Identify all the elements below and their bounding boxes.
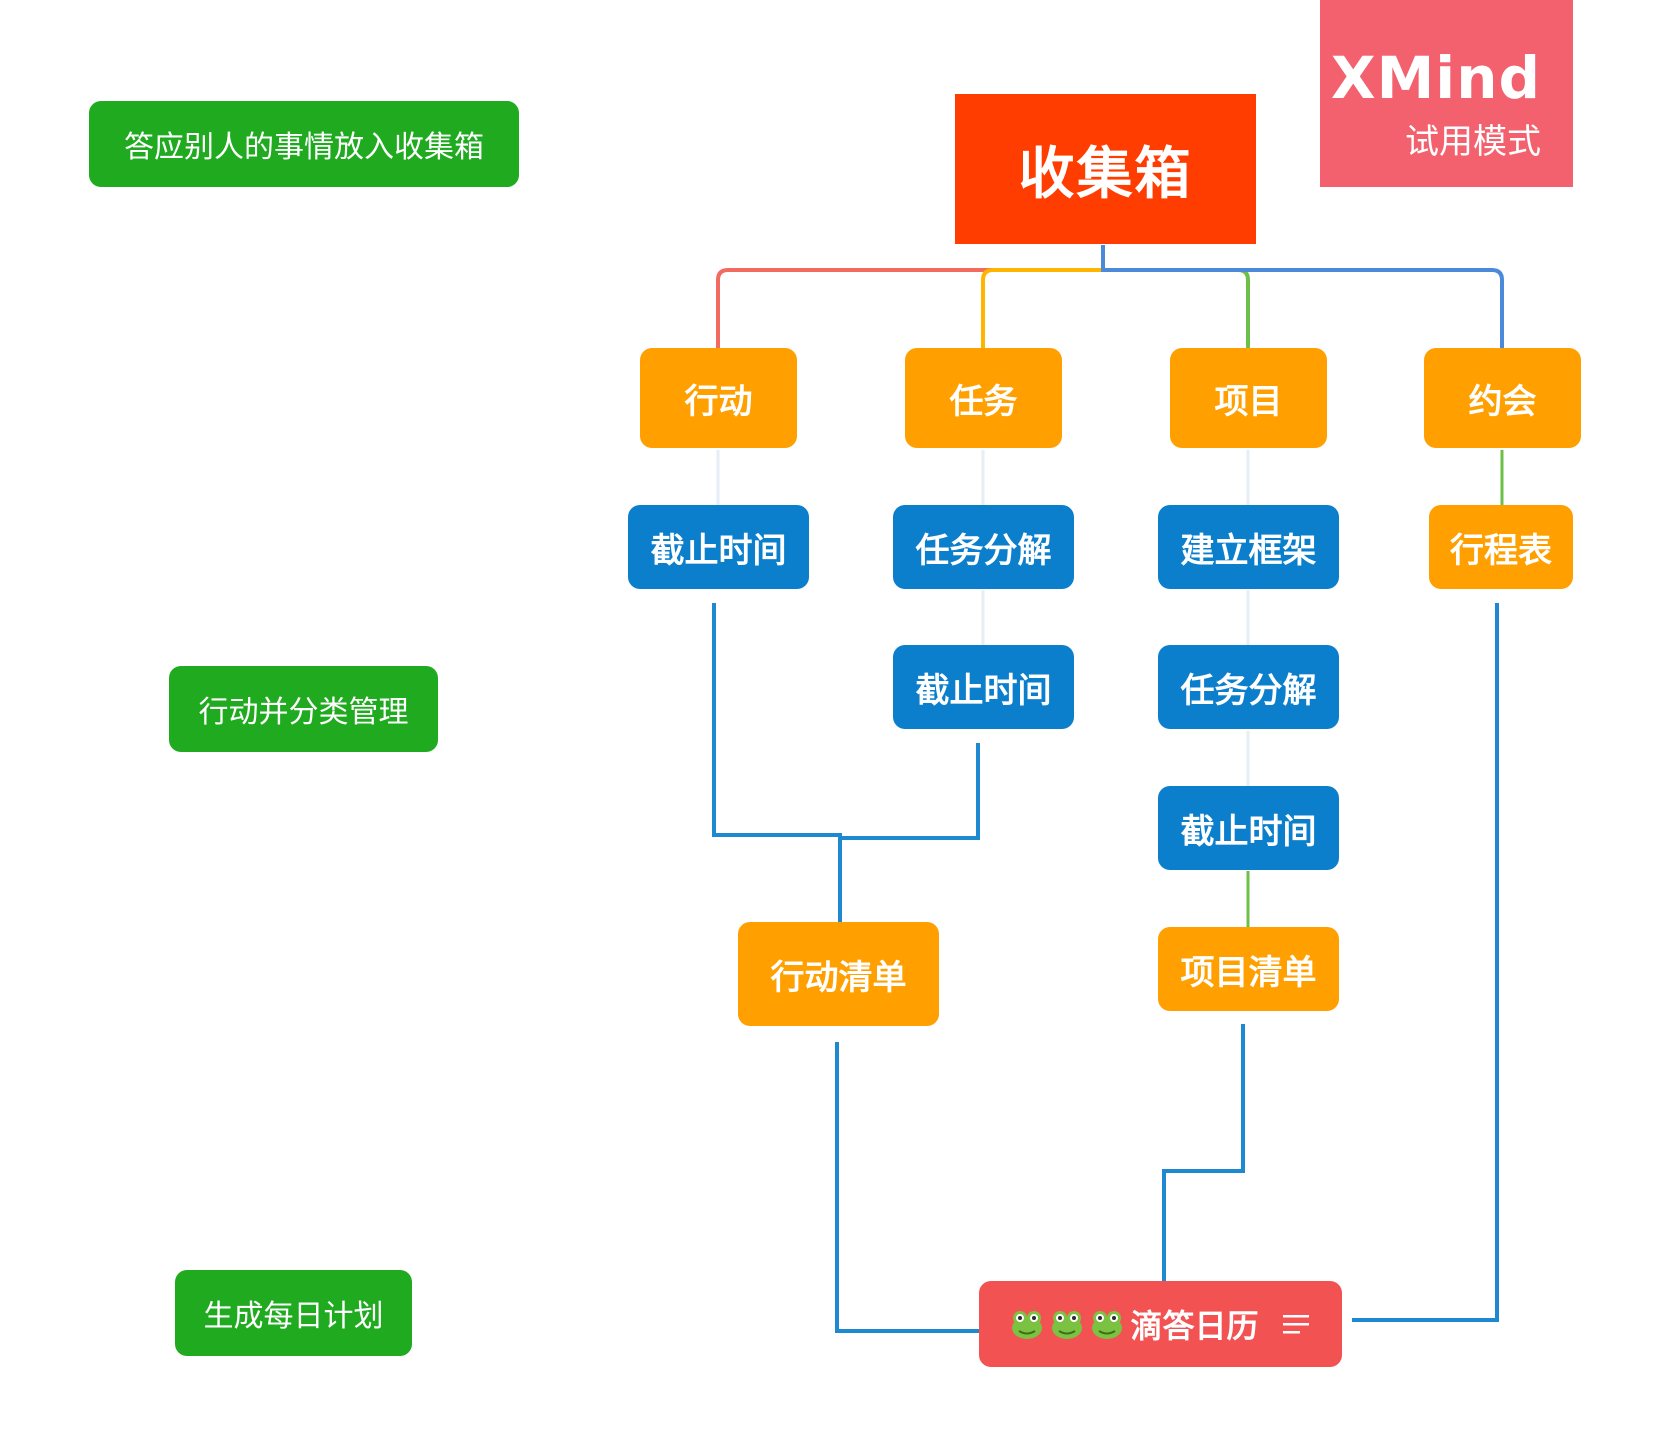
watermark-subtitle: 试用模式 xyxy=(1405,122,1541,162)
step-schedule[interactable]: 行程表 xyxy=(1429,505,1573,589)
xmind-trial-watermark: XMind 试用模式 xyxy=(1320,0,1573,187)
calendar-label: 滴答日历 xyxy=(1130,1307,1259,1345)
category-appointment[interactable]: 约会 xyxy=(1424,348,1581,448)
label-daily-plan[interactable]: 生成每日计划 xyxy=(175,1270,412,1356)
frog-icon xyxy=(1052,1311,1083,1339)
connector-task-deadline-to-list xyxy=(840,743,980,840)
step-task-deadline[interactable]: 截止时间 xyxy=(893,645,1074,729)
step-project-deadline[interactable]: 截止时间 xyxy=(1158,786,1339,870)
frog-icon xyxy=(1092,1311,1123,1339)
branch-line-appointment xyxy=(1101,245,1504,350)
frog-icon xyxy=(1012,1311,1043,1339)
step-action-deadline[interactable]: 截止时间 xyxy=(628,505,809,589)
label-collect[interactable]: 答应别人的事情放入收集箱 xyxy=(89,101,519,187)
list-action[interactable]: 行动清单 xyxy=(738,922,939,1026)
label-classify[interactable]: 行动并分类管理 xyxy=(169,666,438,752)
branch-line-project xyxy=(1103,268,1250,350)
step-project-framework[interactable]: 建立框架 xyxy=(1158,505,1339,589)
calendar-node[interactable]: 滴答日历 xyxy=(979,1281,1342,1367)
connector-schedule-to-calendar xyxy=(1352,603,1499,1322)
category-task[interactable]: 任务 xyxy=(905,348,1062,448)
step-project-breakdown[interactable]: 任务分解 xyxy=(1158,645,1339,729)
connector-action-list-to-calendar xyxy=(835,1042,982,1333)
category-action[interactable]: 行动 xyxy=(640,348,797,448)
branch-line-task xyxy=(981,268,1103,350)
connector-project-list-to-calendar xyxy=(1162,1024,1245,1290)
menu-icon[interactable] xyxy=(1281,1312,1311,1336)
branch-line-action xyxy=(716,245,1105,350)
step-task-breakdown[interactable]: 任务分解 xyxy=(893,505,1074,589)
category-project[interactable]: 项目 xyxy=(1170,348,1327,448)
connector-action-deadline-to-list xyxy=(712,603,842,935)
list-project[interactable]: 项目清单 xyxy=(1158,927,1339,1011)
watermark-title: XMind xyxy=(1330,44,1541,112)
root-inbox[interactable]: 收集箱 xyxy=(955,94,1256,244)
